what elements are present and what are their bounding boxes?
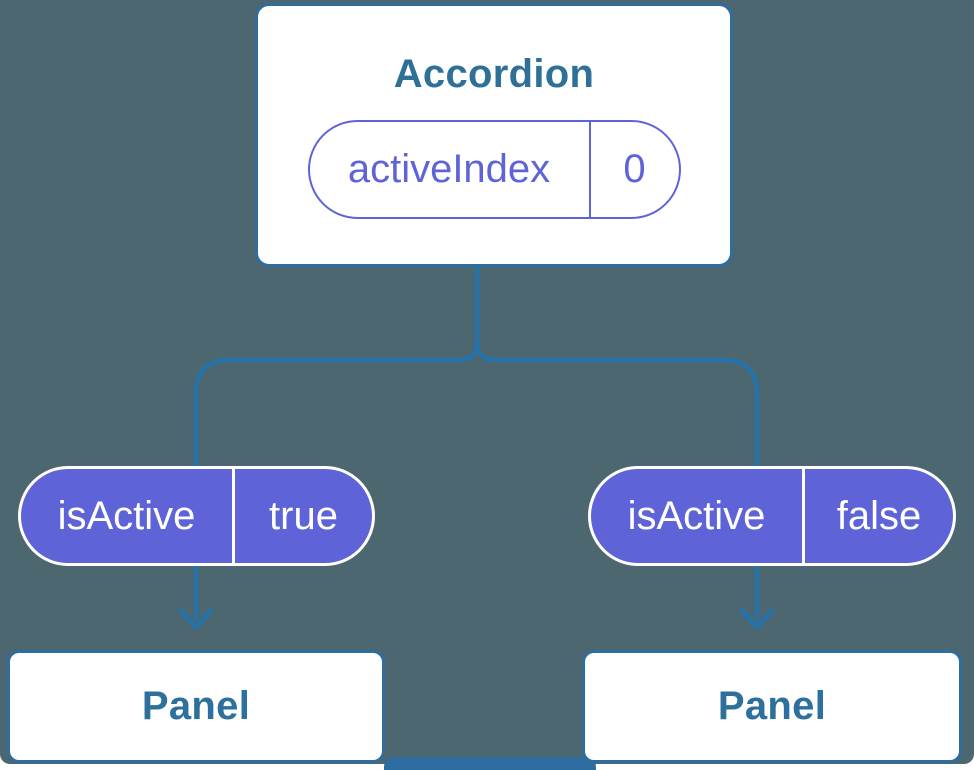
state-pill: activeIndex 0 — [307, 119, 681, 219]
panel-title: Panel — [717, 684, 827, 728]
prop-name-label: isActive — [21, 469, 235, 563]
state-value-label: 0 — [623, 146, 646, 191]
panel-component-card-left: Panel — [7, 650, 385, 763]
prop-value-label: false — [836, 493, 922, 538]
component-title: Accordion — [393, 51, 595, 96]
prop-pill-is-active-true: isActive true — [18, 466, 375, 566]
panel-title: Panel — [141, 684, 251, 728]
accordion-component-card: Accordion activeIndex 0 — [255, 3, 733, 267]
panel-component-card-right: Panel — [582, 650, 962, 763]
prop-pill-is-active-false: isActive false — [588, 466, 956, 566]
connector-right-branch — [474, 262, 760, 620]
prop-value-label: true — [269, 493, 338, 538]
bottom-edge-tab — [384, 757, 596, 770]
state-name-label: activeIndex — [310, 121, 591, 217]
arrow-down-icon — [178, 608, 214, 630]
arrow-down-icon — [739, 608, 775, 630]
prop-name-label: isActive — [591, 469, 805, 563]
